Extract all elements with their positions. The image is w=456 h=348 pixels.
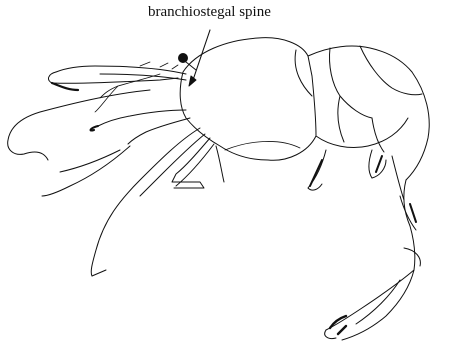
tail-fan [325,248,421,340]
rostrum [56,66,186,74]
abdomen [308,46,429,270]
annotation-arrow [189,30,210,86]
pereopods [42,128,224,276]
pleopods [308,150,416,230]
eye [179,54,197,71]
antenna [8,90,150,160]
